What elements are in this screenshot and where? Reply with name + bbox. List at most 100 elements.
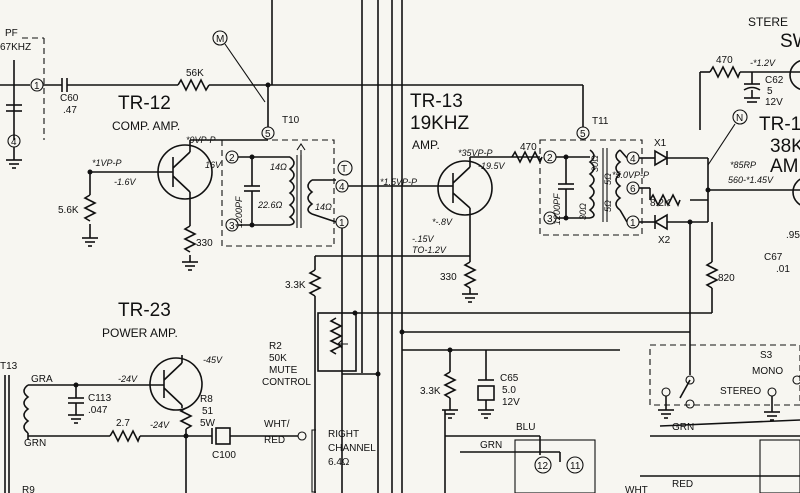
label-470-tr14: 470 xyxy=(716,55,733,66)
label-35vpp: *35VP-P xyxy=(458,148,493,158)
input-filter-section: PF 67KHZ 1 C60 .47 56K 4 xyxy=(0,28,583,169)
label-c60-value: .47 xyxy=(63,105,77,116)
label-gra: GRA xyxy=(31,374,53,385)
label-r2-value: 50K xyxy=(269,353,287,364)
t11-pin-6-label: 6 xyxy=(630,184,636,195)
label-c100: C100 xyxy=(212,450,236,461)
label-m: M xyxy=(216,34,224,45)
t11-secondary-coil xyxy=(615,149,622,211)
label-r2: R2 xyxy=(269,341,282,352)
label-24v: -24V xyxy=(118,374,138,384)
label-45v: -45V xyxy=(203,355,223,365)
label-s3: S3 xyxy=(760,350,773,361)
label-5vpp: *5.0VP-P xyxy=(612,170,649,180)
label-8-2k: 8.2K xyxy=(650,198,671,209)
label-5-6k: 5.6K xyxy=(58,205,79,216)
label-to-1-2v: TO-1.2V xyxy=(412,245,447,255)
label-stereo: STEREO xyxy=(720,386,761,397)
bus-lines xyxy=(271,0,403,493)
t10-pin-5 xyxy=(261,126,275,140)
label-470-tr13: 470 xyxy=(520,142,537,153)
resistor-820 xyxy=(705,261,719,289)
label-channel: CHANNEL xyxy=(328,443,376,454)
resistor-r8 xyxy=(179,407,193,430)
label-mute: MUTE xyxy=(269,365,298,376)
t11-pin-2-label: 2 xyxy=(547,153,553,164)
label-pin-12: 12 xyxy=(537,461,549,472)
label-c62: C62 xyxy=(765,75,784,86)
t13-coil xyxy=(23,384,30,434)
t11-pin-5 xyxy=(576,126,590,140)
t11-pin-3-label: 3 xyxy=(547,214,553,225)
label-blu: BLU xyxy=(516,422,535,433)
t10-pin-3-label: 3 xyxy=(229,221,235,232)
test-point-t xyxy=(337,160,353,176)
label-14-ohm-b: 14Ω xyxy=(315,202,332,212)
capacitor-c65 xyxy=(477,385,495,401)
t10-secondary-coil xyxy=(307,179,314,215)
detector-section: X1 X2 8.2K N 820 TR-14 38K AMP STERE SW … xyxy=(355,15,800,375)
transformer-t10: M T10 5 2 3 1200PF 22.6Ω 14Ω 14Ω 4 1 T xyxy=(212,30,440,247)
label-330-tr12: 330 xyxy=(196,238,213,249)
mute-pot-frame xyxy=(317,312,357,372)
capacitor-c100 xyxy=(215,427,231,445)
t11-pin-1-label: 1 xyxy=(630,218,636,229)
t10-pin-2-label: 2 xyxy=(229,153,235,164)
stereo-sw-title-2: SW xyxy=(780,31,800,52)
label-c65-value: 5.0 xyxy=(502,385,516,396)
resistor-5-6k xyxy=(83,194,97,222)
label-1200pf-t11: 1200PF xyxy=(552,193,562,225)
label-r8: R8 xyxy=(200,394,213,405)
label-c113: C113 xyxy=(88,393,112,404)
tr13-subtitle-1: 19KHZ xyxy=(410,113,470,134)
resistor-2-7 xyxy=(109,429,141,443)
label-c67-value: .01 xyxy=(776,264,790,275)
label-r8-value: 51 xyxy=(202,406,214,417)
tr13-title: TR-13 xyxy=(410,91,463,112)
t10-pin-1-label: 1 xyxy=(339,218,345,229)
s3-contact-b xyxy=(661,387,671,397)
label-820: 820 xyxy=(718,273,735,284)
diode-x1 xyxy=(654,149,669,167)
label-6-4-ohm: 6.4Ω xyxy=(328,457,350,468)
tr14-subtitle-2: AMP xyxy=(770,156,800,177)
label-22-6-ohm: 22.6Ω xyxy=(257,200,283,210)
speaker-terminal xyxy=(297,431,307,441)
label-24v-b: -24V xyxy=(150,420,170,430)
label-56k: 56K xyxy=(186,68,204,79)
label-14-ohm-a: 14Ω xyxy=(270,162,287,172)
label-9vp: *9VP-P xyxy=(186,135,216,145)
label-grn-right: GRN xyxy=(672,422,694,433)
tr23-title: TR-23 xyxy=(118,300,171,321)
tr13-subtitle-2: AMP. xyxy=(412,138,440,152)
label-t10: T10 xyxy=(282,115,300,126)
resistor-56k xyxy=(177,78,210,92)
label-16v-neg: -1.6V xyxy=(114,177,137,187)
label-c62-voltage: 12V xyxy=(765,97,783,108)
label-30-ohm-b: 30Ω xyxy=(590,155,600,172)
resistor-470-tr13 xyxy=(511,150,543,164)
s3-frame xyxy=(649,344,800,406)
label-minus-8v: *-.8V xyxy=(432,217,453,227)
label-minus-15v: -.15V xyxy=(412,234,435,244)
label-control: CONTROL xyxy=(262,377,311,388)
t11-shield xyxy=(539,139,643,236)
label-pin-11: 11 xyxy=(570,461,581,472)
potentiometer-r2 xyxy=(329,317,343,355)
resistor-470-tr14 xyxy=(709,65,741,79)
bottom-cabling: BLU GRN 12 11 GRN RED WHT xyxy=(444,410,800,493)
label-grn-left: GRN xyxy=(24,438,46,449)
test-point-n xyxy=(732,109,748,125)
label-r8-watt: 5W xyxy=(200,418,216,429)
label-5-ohm-a: 5Ω xyxy=(603,173,613,185)
s3-contact-a xyxy=(685,375,695,385)
t11-pin-5-label: 5 xyxy=(580,129,586,140)
tr14-title: TR-14 xyxy=(759,114,800,135)
resistor-330-tr13 xyxy=(463,261,477,289)
tr12-title: TR-12 xyxy=(118,93,171,114)
label-c65-voltage: 12V xyxy=(502,397,520,408)
s3-contact-c xyxy=(685,399,695,409)
terminal-11 xyxy=(566,456,584,474)
label-c67: C67 xyxy=(764,252,783,263)
